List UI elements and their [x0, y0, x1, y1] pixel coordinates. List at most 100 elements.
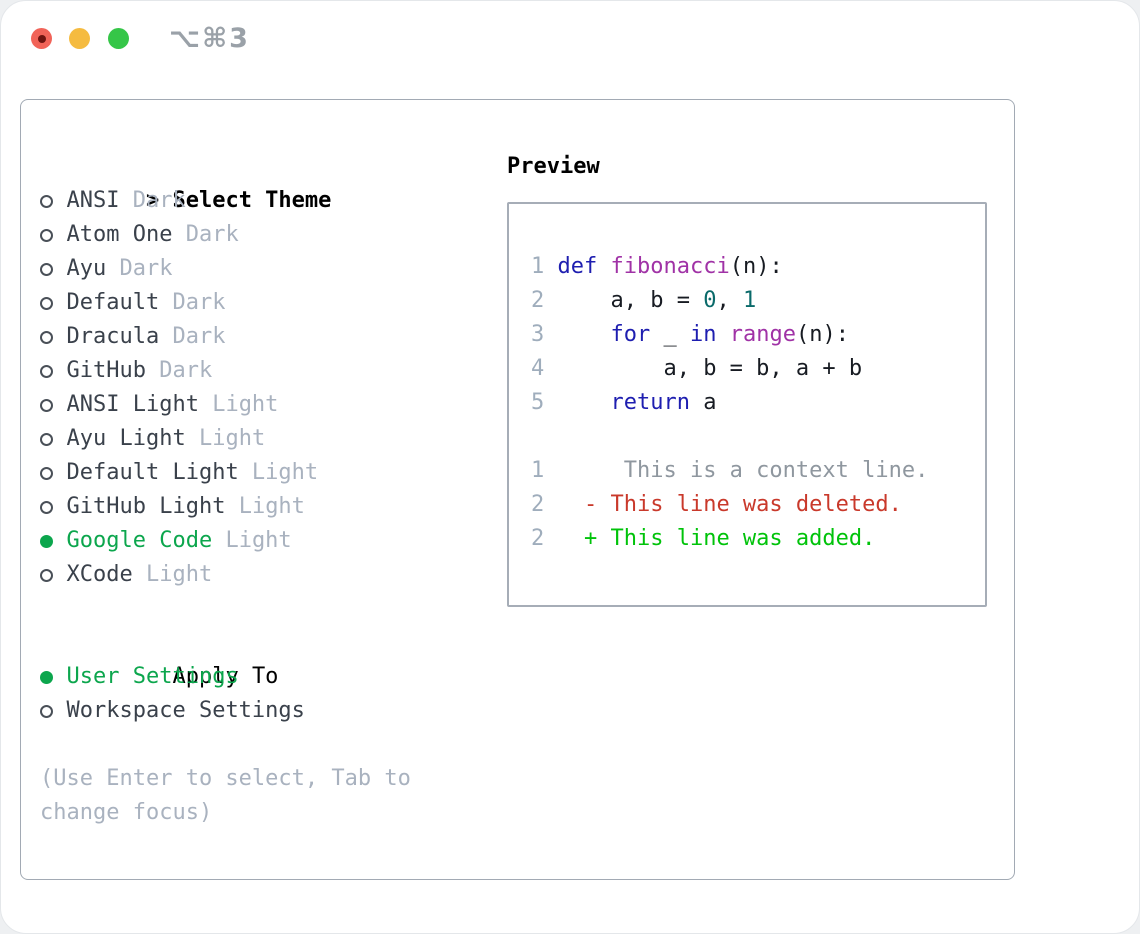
line-number: 3 [531, 322, 545, 347]
token-function: range [729, 322, 796, 347]
token-deleted: - This line was deleted. [557, 492, 902, 517]
theme-option-atom-one-dark[interactable]: Atom One Dark [40, 218, 490, 252]
token-keyword: def [557, 254, 598, 279]
apply-option-user-settings[interactable]: User Settings [40, 660, 490, 694]
radio-unselected-icon[interactable] [40, 195, 53, 208]
token-plain [558, 322, 611, 347]
theme-option-default-dark[interactable]: Default Dark [40, 286, 490, 320]
spacer [40, 592, 490, 626]
theme-variant-label: Dark [159, 324, 226, 349]
radio-unselected-icon[interactable] [40, 331, 53, 344]
code-line-1: 1 def fibonacci(n): [531, 250, 985, 284]
radio-unselected-icon[interactable] [40, 399, 53, 412]
apply-option-label: Workspace Settings [66, 698, 305, 723]
theme-option-label: Default [66, 290, 160, 315]
radio-unselected-icon[interactable] [40, 705, 53, 718]
theme-option-ansi-dark[interactable]: ANSI Dark [40, 184, 490, 218]
radio-unselected-icon[interactable] [40, 569, 53, 582]
token-keyword: for [610, 322, 651, 347]
theme-option-label: ANSI [66, 188, 120, 213]
line-number: 1 [531, 458, 545, 483]
code-line-8: 2 - This line was deleted. [531, 488, 985, 522]
theme-option-label: XCode [66, 562, 133, 587]
token-plain [558, 390, 611, 415]
token-plain: a [689, 390, 717, 415]
close-button[interactable] [31, 28, 52, 49]
zoom-button[interactable] [108, 28, 129, 49]
theme-option-label: ANSI Light [66, 392, 199, 417]
theme-variant-label: Light [225, 494, 305, 519]
code-line-7: 1 This is a context line. [531, 454, 985, 488]
theme-option-label: GitHub Light [66, 494, 226, 519]
theme-option-label: Atom One [66, 222, 173, 247]
theme-variant-label: Dark [145, 358, 213, 383]
token-plain [597, 254, 610, 279]
token-plain: a, b = [557, 288, 704, 313]
theme-variant-label: Light [238, 460, 319, 485]
token-plain: (n): [795, 322, 849, 347]
radio-unselected-icon[interactable] [40, 229, 53, 242]
theme-variant-label: Dark [106, 256, 173, 281]
line-number: 5 [531, 390, 545, 415]
theme-option-ansi-light-light[interactable]: ANSI Light Light [40, 388, 490, 422]
apply-to-label: Apply To [172, 664, 279, 689]
theme-option-ayu-light-light[interactable]: Ayu Light Light [40, 422, 490, 456]
code-line-5: 5 return a [531, 386, 985, 420]
code-line-9: 2 + This line was added. [531, 522, 985, 556]
radio-selected-icon[interactable] [40, 535, 53, 548]
token-number: 0 [703, 288, 717, 313]
radio-unselected-icon[interactable] [40, 467, 53, 480]
apply-to-header: Apply To [40, 626, 490, 689]
spacer [40, 728, 490, 762]
theme-variant-label: Dark [172, 222, 239, 247]
theme-option-label: Google Code [66, 528, 213, 553]
theme-option-ayu-dark[interactable]: Ayu Dark [40, 252, 490, 286]
theme-option-google-code-light[interactable]: Google Code Light [40, 524, 490, 558]
select-theme-label: Select Theme [172, 188, 332, 213]
radio-unselected-icon[interactable] [40, 501, 53, 514]
token-function: fibonacci [610, 254, 730, 279]
token-context: This is a context line. [557, 458, 929, 483]
theme-option-github-dark[interactable]: GitHub Dark [40, 354, 490, 388]
apply-option-workspace-settings[interactable]: Workspace Settings [40, 694, 490, 728]
line-number: 2 [531, 526, 545, 551]
theme-option-dracula-dark[interactable]: Dracula Dark [40, 320, 490, 354]
keyboard-hint: (Use Enter to select, Tab to change focu… [40, 766, 411, 825]
apply-option-label: User Settings [66, 664, 239, 689]
theme-option-label: Ayu [66, 256, 107, 281]
token-plain [716, 322, 729, 347]
radio-unselected-icon[interactable] [40, 297, 53, 310]
theme-option-xcode-light[interactable]: XCode Light [40, 558, 490, 592]
line-number: 2 [531, 492, 545, 517]
token-plain: _ [650, 322, 690, 347]
theme-option-label: GitHub [66, 358, 146, 383]
code-line-4: 4 a, b = b, a + b [531, 352, 985, 386]
code-line-3: 3 for _ in range(n): [531, 318, 985, 352]
radio-unselected-icon[interactable] [40, 263, 53, 276]
radio-unselected-icon[interactable] [40, 365, 53, 378]
token-plain: (n): [729, 254, 783, 279]
line-number: 2 [531, 288, 545, 313]
token-plain: , [716, 288, 743, 313]
theme-option-github-light-light[interactable]: GitHub Light Light [40, 490, 490, 524]
token-keyword: return [610, 390, 690, 415]
select-theme-header: >Select Theme [40, 150, 490, 213]
theme-variant-label: Light [132, 562, 213, 587]
minimize-button[interactable] [69, 28, 90, 49]
theme-option-label: Dracula [66, 324, 160, 349]
theme-variant-label: Dark [159, 290, 226, 315]
theme-option-default-light-light[interactable]: Default Light Light [40, 456, 490, 490]
token-number: 1 [742, 288, 757, 313]
preview-title: Preview [507, 154, 600, 179]
radio-selected-icon[interactable] [40, 671, 53, 684]
theme-variant-label: Light [185, 426, 266, 451]
window-title-shortcut: ⌥⌘3 [169, 23, 250, 54]
code-line-6 [531, 420, 985, 454]
theme-variant-label: Light [212, 528, 292, 553]
theme-option-label: Ayu Light [66, 426, 186, 451]
radio-unselected-icon[interactable] [40, 433, 53, 446]
